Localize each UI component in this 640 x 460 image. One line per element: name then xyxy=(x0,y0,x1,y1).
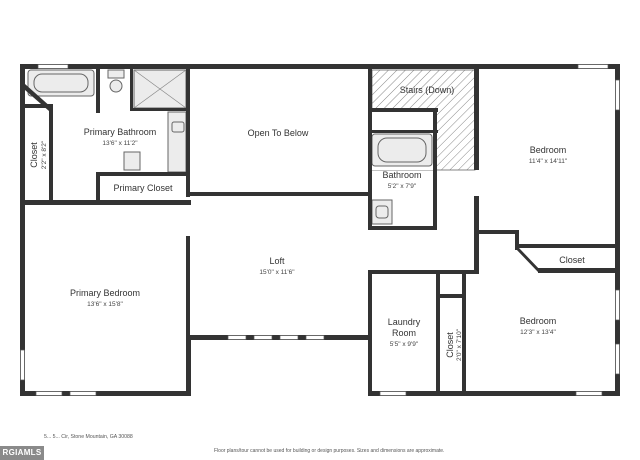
closet-right-label: Closet xyxy=(559,255,585,265)
bathroom-dims: 5'2" x 7'9" xyxy=(388,183,417,190)
primary-bedroom-label: Primary Bedroom xyxy=(70,288,140,298)
closet-small-label: Closet xyxy=(445,332,455,358)
loft-label: Loft xyxy=(269,256,285,266)
disclaimer-caption: Floor plans/tour cannot be used for buil… xyxy=(214,448,445,454)
closet-left-dims: 2'2" x 8'2" xyxy=(41,140,48,169)
bedroom-2-dims: 12'3" x 13'4" xyxy=(520,329,556,336)
walls xyxy=(20,64,620,396)
windows xyxy=(20,64,620,396)
toilet-icon xyxy=(109,79,123,93)
fixtures xyxy=(27,69,433,225)
room-labels: Primary Bathroom 13'6" x 11'2" Closet 2'… xyxy=(29,85,585,361)
vanity-icon xyxy=(167,111,187,173)
laundry-dims: 5'5" x 9'9" xyxy=(390,341,419,348)
bedroom-1-label: Bedroom xyxy=(530,145,567,155)
bedroom-2-label: Bedroom xyxy=(520,316,557,326)
primary-bathroom-dims: 13'6" x 11'2" xyxy=(102,140,138,147)
laundry-label-line2: Room xyxy=(392,328,416,338)
mls-logo: RGIAMLS xyxy=(0,446,44,460)
address-caption: 5... 5... Cir, Stone Mountain, GA 30088 xyxy=(44,434,133,440)
open-to-below-label: Open To Below xyxy=(248,128,309,138)
primary-bathroom-label: Primary Bathroom xyxy=(84,127,157,137)
stairs-label: Stairs (Down) xyxy=(400,85,455,95)
bedroom-1-dims: 11'4" x 14'11" xyxy=(529,158,568,165)
primary-bedroom-dims: 13'6" x 15'8" xyxy=(87,301,123,308)
bathroom-label: Bathroom xyxy=(382,170,421,180)
laundry-label-line1: Laundry xyxy=(388,317,421,327)
primary-closet-label: Primary Closet xyxy=(113,183,173,193)
loft-dims: 15'0" x 11'6" xyxy=(259,269,295,276)
closet-small-dims: 2'0" x 7'10" xyxy=(456,328,463,361)
closet-left-label: Closet xyxy=(29,142,39,168)
